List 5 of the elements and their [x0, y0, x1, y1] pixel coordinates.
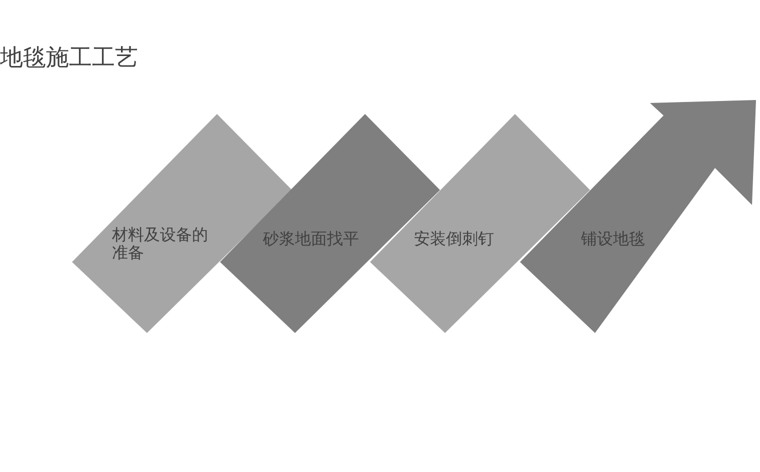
step-label: 铺设地毯 [581, 230, 646, 248]
step-label: 安装倒刺钉 [414, 230, 495, 248]
step-label: 材料及设备的准备 [112, 226, 209, 262]
title: 地毯施工工艺 [0, 44, 138, 73]
step-label: 砂浆地面找平 [263, 230, 360, 248]
